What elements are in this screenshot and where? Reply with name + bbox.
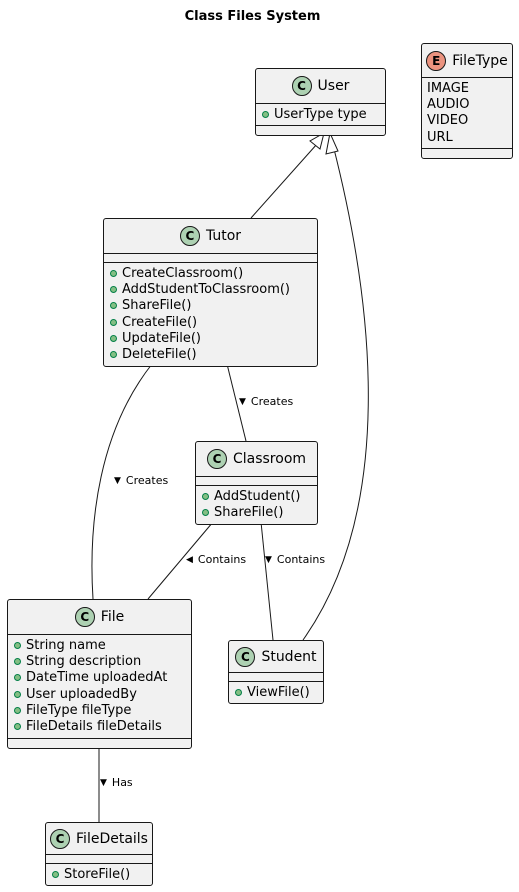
class-methods: ViewFile() bbox=[229, 682, 323, 703]
class-icon: C bbox=[235, 646, 256, 667]
class-method: ViewFile() bbox=[229, 684, 323, 700]
public-visibility-icon bbox=[202, 508, 209, 516]
edge-tutor-classroom bbox=[226, 363, 247, 442]
class-methods: StoreFile() bbox=[46, 864, 152, 885]
public-visibility-icon bbox=[110, 334, 117, 342]
public-visibility-icon bbox=[110, 351, 117, 359]
public-visibility-icon bbox=[52, 870, 59, 878]
class-icon: C bbox=[291, 76, 312, 96]
class-methods bbox=[8, 739, 191, 748]
enum-filetype[interactable]: E FileType IMAGE AUDIO VIDEO URL bbox=[421, 43, 513, 160]
class-method: ShareFile() bbox=[104, 298, 317, 314]
public-visibility-icon bbox=[14, 690, 21, 698]
class-fields: UserType type bbox=[256, 104, 385, 127]
enum-icon: E bbox=[426, 50, 447, 71]
public-visibility-icon bbox=[14, 674, 21, 682]
direction-arrow-icon: ▼ bbox=[100, 777, 107, 788]
relation-label-classroom-student: ▼ Contains bbox=[265, 553, 326, 566]
enum-value: IMAGE bbox=[427, 80, 470, 96]
public-visibility-icon bbox=[110, 302, 117, 310]
enum-value: AUDIO bbox=[427, 96, 470, 112]
class-tutor[interactable]: C Tutor CreateClassroom() AddStudentToCl… bbox=[103, 218, 318, 367]
relation-label-tutor-classroom: ▼ Creates bbox=[239, 395, 294, 408]
direction-arrow-icon: ▼ bbox=[239, 396, 246, 407]
class-filedetails[interactable]: C FileDetails StoreFile() bbox=[45, 822, 153, 887]
relation-label-classroom-file: ◀ Contains bbox=[186, 553, 247, 566]
public-visibility-icon bbox=[262, 110, 269, 118]
edge-classroom-file bbox=[147, 521, 214, 600]
class-classroom[interactable]: C Classroom AddStudent() ShareFile() bbox=[195, 441, 318, 525]
class-field: UserType type bbox=[256, 106, 385, 122]
edge-tutor-user bbox=[250, 143, 318, 219]
public-visibility-icon bbox=[110, 318, 117, 326]
class-method: StoreFile() bbox=[46, 866, 152, 882]
class-name: File bbox=[100, 609, 125, 625]
inheritance-arrowhead bbox=[325, 131, 339, 155]
class-name: Tutor bbox=[205, 228, 242, 244]
relation-label-tutor-file: ▼ Creates bbox=[114, 474, 169, 487]
class-name: User bbox=[317, 78, 350, 94]
class-fields bbox=[104, 254, 317, 263]
class-name: FileDetails bbox=[76, 830, 148, 847]
direction-arrow-icon: ▼ bbox=[114, 475, 121, 486]
public-visibility-icon bbox=[14, 641, 21, 649]
class-icon: C bbox=[206, 449, 227, 469]
class-fields: String name String description DateTime … bbox=[8, 635, 191, 739]
class-field: String description bbox=[8, 653, 191, 669]
public-visibility-icon bbox=[14, 657, 21, 665]
class-methods bbox=[256, 126, 385, 135]
class-methods: CreateClassroom() AddStudentToClassroom(… bbox=[104, 263, 317, 366]
public-visibility-icon bbox=[202, 492, 209, 500]
class-fields bbox=[196, 477, 317, 486]
class-icon: C bbox=[50, 828, 71, 849]
class-fields bbox=[229, 673, 323, 682]
class-method: AddStudent() bbox=[196, 488, 317, 504]
edge-classroom-student bbox=[260, 521, 274, 641]
class-student[interactable]: C Student ViewFile() bbox=[228, 640, 324, 705]
enum-values: IMAGE AUDIO VIDEO URL bbox=[422, 78, 512, 150]
class-method: UpdateFile() bbox=[104, 330, 317, 346]
direction-arrow-icon: ▼ bbox=[265, 554, 272, 565]
class-method: AddStudentToClassroom() bbox=[104, 281, 317, 297]
class-user[interactable]: C User UserType type bbox=[255, 68, 386, 137]
enum-value: URL bbox=[427, 129, 453, 145]
class-name: Classroom bbox=[232, 451, 307, 467]
inheritance-arrowhead bbox=[309, 131, 325, 150]
edge-student-user bbox=[302, 144, 369, 641]
class-method: CreateClassroom() bbox=[104, 265, 317, 281]
public-visibility-icon bbox=[110, 285, 117, 293]
direction-arrow-icon: ◀ bbox=[186, 554, 193, 565]
enum-value: VIDEO bbox=[427, 113, 469, 129]
class-method: DeleteFile() bbox=[104, 346, 317, 362]
class-field: User uploadedBy bbox=[8, 686, 191, 702]
edge-tutor-file bbox=[91, 363, 153, 600]
relation-label-file-filedetails: ▼ Has bbox=[100, 776, 133, 789]
class-icon: C bbox=[179, 226, 200, 246]
class-field: FileDetails fileDetails bbox=[8, 718, 191, 734]
class-method: CreateFile() bbox=[104, 314, 317, 330]
public-visibility-icon bbox=[110, 269, 117, 277]
class-field: FileType fileType bbox=[8, 702, 191, 718]
class-methods: AddStudent() ShareFile() bbox=[196, 486, 317, 524]
enum-name: FileType bbox=[452, 52, 508, 69]
public-visibility-icon bbox=[14, 723, 21, 731]
diagram-title: Class Files System bbox=[184, 9, 321, 24]
class-method: ShareFile() bbox=[196, 504, 317, 520]
class-fields bbox=[46, 855, 152, 864]
public-visibility-icon bbox=[14, 706, 21, 714]
public-visibility-icon bbox=[235, 688, 242, 696]
class-field: DateTime uploadedAt bbox=[8, 670, 191, 686]
class-field: String name bbox=[8, 637, 191, 653]
class-name: Student bbox=[261, 648, 317, 665]
class-icon: C bbox=[74, 607, 95, 627]
class-file[interactable]: C File String name String description Da… bbox=[7, 599, 192, 749]
